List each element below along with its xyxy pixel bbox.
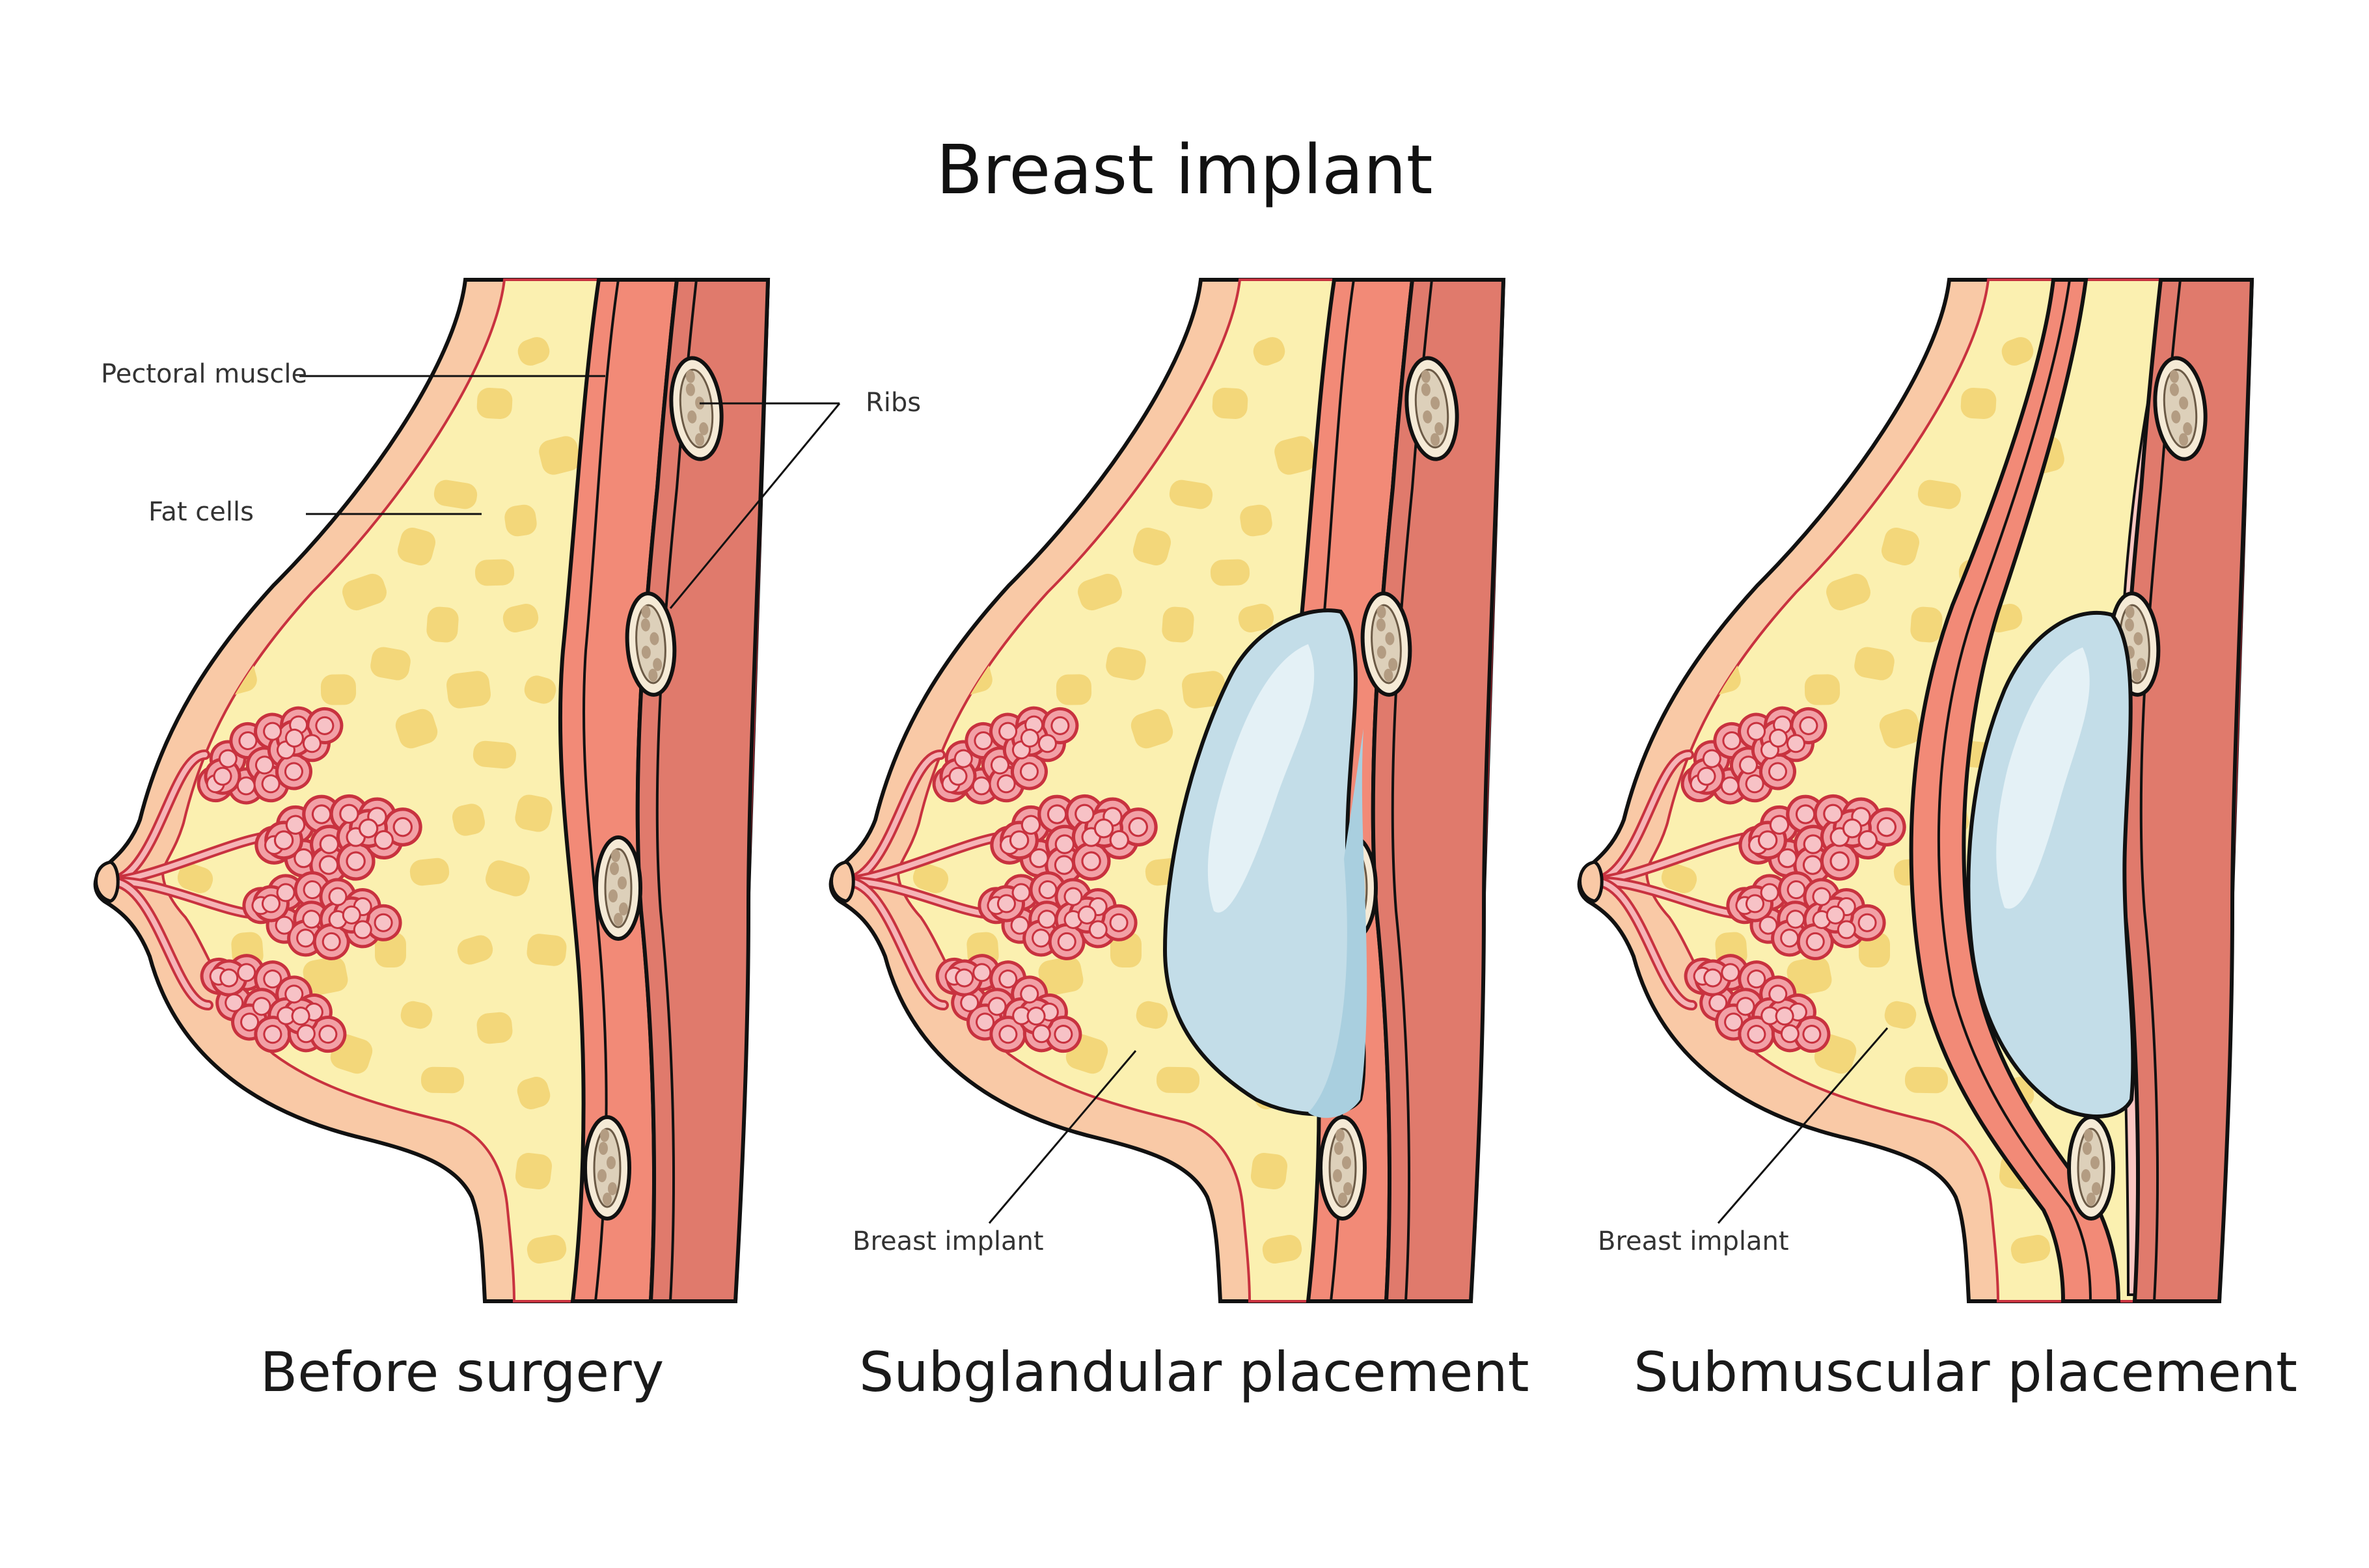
caption-subglandular: Subglandular placement [859,1340,1529,1404]
leader-implant-2 [988,1050,1137,1224]
label-breast-implant-subglandular: Breast implant [853,1226,1044,1256]
label-fat-cells: Fat cells [148,497,254,527]
caption-submuscular: Submuscular placement [1634,1340,2297,1404]
leader-lines [299,375,1889,1224]
panel-before-surgery [93,278,771,1303]
page-title: Breast implant [936,130,1433,210]
label-pectoral-muscle: Pectoral muscle [101,359,308,389]
leader-implant-3 [1717,1027,1889,1224]
panel-subglandular [828,278,1506,1303]
label-ribs: Ribs [866,388,922,418]
leader-ribs-b [669,403,841,609]
caption-before-surgery: Before surgery [260,1340,664,1404]
label-breast-implant-submuscular: Breast implant [1598,1226,1789,1256]
panel-submuscular [1577,278,2254,1303]
